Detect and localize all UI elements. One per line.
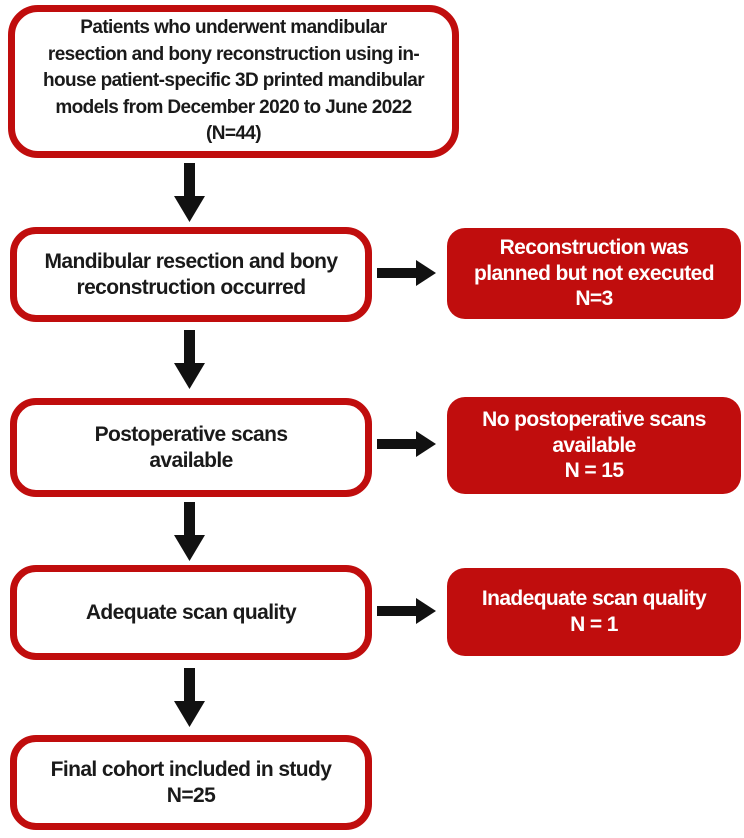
initial-population-box: Patients who underwent mandibular resect…: [8, 5, 459, 158]
exclusion-inadequate-quality-text: Inadequate scan quality: [481, 587, 707, 611]
down-arrow-1: [174, 163, 205, 222]
exclusion-box-not-executed: Reconstruction was planned but not execu…: [447, 228, 741, 319]
step-resection-reconstruction-text: Mandibular resection and bony reconstruc…: [44, 249, 339, 299]
right-arrow-3: [377, 598, 436, 624]
exclusion-no-scans-text: No postoperative scans available: [482, 408, 706, 457]
initial-population-text: Patients who underwent mandibular resect…: [42, 17, 425, 145]
exclusion-box-no-scans: No postoperative scans available N = 15: [447, 397, 741, 494]
final-cohort-box: Final cohort included in study N=25: [10, 735, 372, 830]
right-arrow-1: [377, 260, 436, 286]
down-arrow-4: [174, 668, 205, 727]
step-postoperative-scans-text: Postoperative scans available: [94, 422, 288, 472]
down-arrow-3: [174, 502, 205, 561]
down-arrow-2: [174, 330, 205, 389]
step-box-postoperative-scans: Postoperative scans available: [10, 398, 372, 497]
exclusion-inadequate-quality-count: N = 1: [570, 613, 618, 636]
final-cohort-count: N=25: [166, 783, 216, 807]
exclusion-no-scans-count: N = 15: [564, 459, 624, 483]
step-box-scan-quality: Adequate scan quality: [10, 565, 372, 660]
final-cohort-text: Final cohort included in study: [50, 757, 332, 781]
exclusion-box-inadequate-quality: Inadequate scan quality N = 1: [447, 568, 741, 656]
step-box-resection-reconstruction: Mandibular resection and bony reconstruc…: [10, 227, 372, 322]
right-arrow-2: [377, 431, 436, 457]
exclusion-not-executed-text: Reconstruction was planned but not execu…: [474, 236, 715, 285]
exclusion-not-executed-count: N=3: [575, 287, 613, 311]
step-scan-quality-text: Adequate scan quality: [85, 600, 297, 624]
